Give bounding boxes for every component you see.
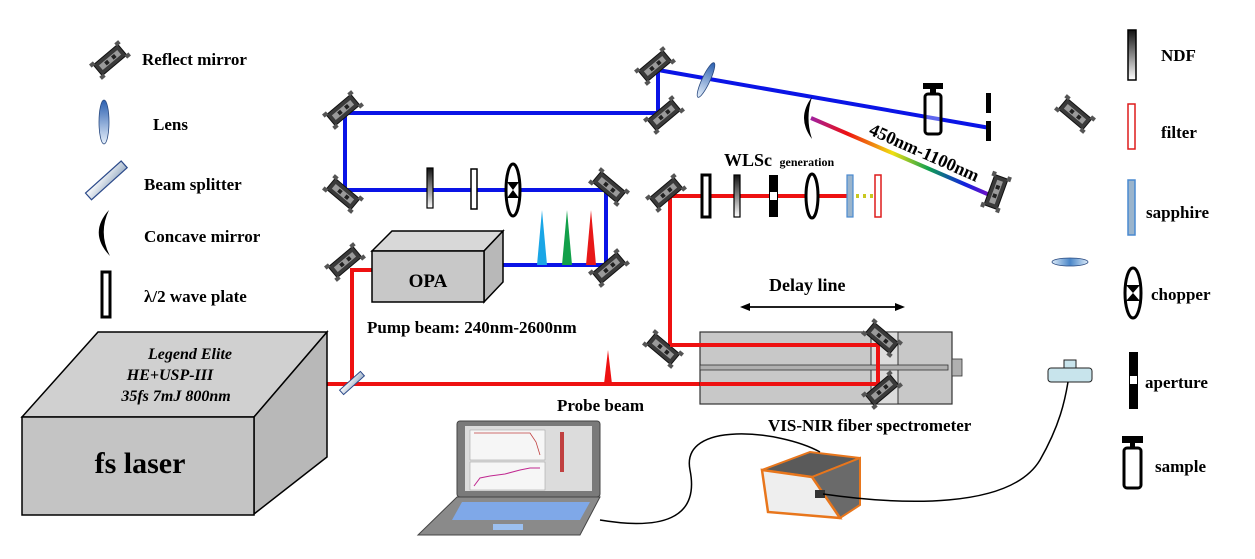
- pump-half-wave-plate: [470, 168, 478, 210]
- half-wave-plate-icon: [100, 270, 112, 319]
- delay-line-arrow-icon: [740, 303, 905, 311]
- beam-splitter: [338, 370, 366, 396]
- pump-pulse-green: [562, 210, 572, 265]
- opa-box: OPA: [370, 229, 505, 304]
- probe-pulse-marker: [604, 350, 612, 384]
- legend-label-reflect-mirror: Reflect mirror: [142, 50, 247, 69]
- legend-label-aperture: aperture: [1145, 373, 1208, 392]
- laser-model-line2: HE+USP-III: [126, 367, 214, 384]
- legend-label-ndf: NDF: [1161, 46, 1196, 65]
- probe-half-wave-plate: [700, 173, 712, 219]
- sample-aperture: [986, 93, 991, 141]
- wlsc-sub-label: generation: [780, 155, 835, 169]
- laser-specs: 35fs 7mJ 800nm: [120, 388, 230, 405]
- pump-pulse-cyan: [537, 210, 547, 265]
- pump-ndf: [426, 167, 434, 209]
- filter-icon: [1127, 103, 1136, 150]
- sample-cuvette: [923, 83, 943, 136]
- fiber-coupling-lens: [1051, 257, 1089, 267]
- legend-label-lens: Lens: [153, 115, 188, 134]
- ndf-icon: [1127, 29, 1137, 81]
- probe-beam-label: Probe beam: [557, 396, 644, 415]
- lens-icon: [98, 99, 110, 145]
- pump-pulse-red: [586, 210, 596, 265]
- opa-label: OPA: [409, 271, 448, 292]
- aperture-icon: [1129, 352, 1138, 409]
- sample-icon: [1122, 436, 1143, 490]
- fs-laser-box: Legend Elite HE+USP-III 35fs 7mJ 800nm f…: [20, 329, 329, 516]
- legend-left: Reflect mirror Lens Beam splitter Concav…: [84, 39, 261, 319]
- laser-name: fs laser: [95, 447, 186, 480]
- legend-label-filter: filter: [1161, 123, 1197, 142]
- probe-filter: [874, 174, 882, 218]
- legend-label-sample: sample: [1155, 457, 1206, 476]
- legend-label-concave-mirror: Concave mirror: [144, 227, 261, 246]
- mirror-pump-right-top: [587, 166, 631, 208]
- mirror-pump-top-1: [633, 45, 677, 87]
- delay-line-stage: [670, 331, 963, 405]
- probe-aperture: [769, 175, 778, 217]
- pump-chopper: [504, 162, 522, 218]
- cables: [599, 381, 1069, 525]
- legend-label-chopper: chopper: [1151, 285, 1211, 304]
- mirror-right-top: [1053, 93, 1097, 135]
- laser-model-line1: Legend Elite: [147, 346, 232, 363]
- probe-ndf: [733, 174, 741, 218]
- wlsc-main-label: WLSc: [724, 150, 772, 170]
- sapphire-icon: [1127, 179, 1136, 236]
- probe-focus-lens: [804, 172, 820, 220]
- legend-label-beam-splitter: Beam splitter: [144, 175, 242, 194]
- delay-line-label: Delay line: [769, 275, 846, 295]
- beam-splitter-icon: [84, 160, 129, 201]
- pump-beam-label: Pump beam: 240nm-2600nm: [367, 318, 577, 337]
- chopper-icon: [1123, 266, 1143, 320]
- fiber-coupler: [1047, 359, 1093, 383]
- legend-right: NDF filter sapphire chopper aperture sam…: [1122, 29, 1211, 490]
- laptop-computer: [416, 420, 601, 536]
- legend-label-half-wave-plate: λ/2 wave plate: [144, 287, 247, 306]
- spectrometer-label: VIS-NIR fiber spectrometer: [768, 416, 972, 435]
- mirror-probe-corner: [644, 172, 688, 214]
- concave-mirror: [804, 97, 812, 139]
- concave-mirror-icon: [98, 210, 110, 256]
- wlsc-label: WLSc generation: [724, 150, 834, 170]
- fiber-spectrometer: [760, 450, 861, 520]
- pump-lens: [696, 62, 716, 98]
- mirror-delay-input: [641, 328, 685, 370]
- reflect-mirror-icon: [88, 39, 132, 81]
- sapphire-plate: [846, 174, 854, 218]
- mirror-opa-input: [323, 241, 367, 283]
- legend-label-sapphire: sapphire: [1146, 203, 1209, 222]
